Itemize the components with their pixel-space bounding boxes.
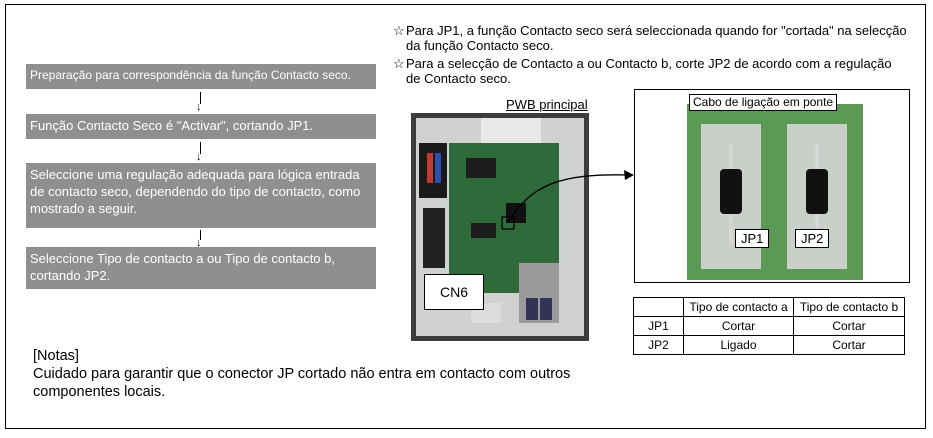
star-note-2: ☆ Para a selecção de Contacto a ou Conta… [393, 56, 892, 86]
star-icon: ☆ [393, 56, 405, 71]
cn6-label: CN6 [424, 274, 484, 310]
jumper-settings-table: Tipo de contacto a Tipo de contacto b JP… [633, 297, 905, 355]
table-row: JP1 Cortar Cortar [633, 316, 905, 336]
down-arrow-3: ↓ [196, 230, 206, 249]
table-header-cell: Tipo de contacto a [683, 297, 794, 317]
jumper-photo: Cabo de ligação em ponte JP1 JP2 [634, 89, 910, 283]
pwb-label: PWB principal [506, 97, 588, 112]
step-1: Preparação para correspondência da funçã… [26, 64, 376, 89]
table-cell: Cortar [793, 316, 905, 336]
table-cell: Cortar [683, 316, 794, 336]
table-header-cell: Tipo de contacto b [793, 297, 905, 317]
table-row: JP2 Ligado Cortar [633, 335, 905, 355]
down-arrow-1: ↓ [196, 92, 206, 113]
star-note-1: ☆ Para JP1, a função Contacto seco será … [393, 23, 907, 53]
notes-text: Cuidado para garantir que o conector JP … [33, 366, 571, 400]
star-icon: ☆ [393, 23, 405, 38]
table-header-row: Tipo de contacto a Tipo de contacto b [633, 297, 905, 317]
step-4: Seleccione Tipo de contacto a ou Tipo de… [26, 247, 376, 289]
jp2-tag: JP2 [795, 229, 830, 248]
notes-section: [Notas] Cuidado para garantir que o cone… [33, 347, 623, 401]
table-cell: Cortar [793, 335, 905, 355]
step-3: Seleccione uma regulação adequada para l… [26, 163, 376, 228]
figure-frame [5, 4, 926, 429]
jumper-board [687, 104, 863, 280]
notes-title: [Notas] [33, 348, 79, 364]
bridge-cable-label: Cabo de ligação em ponte [689, 94, 838, 111]
table-cell: JP1 [633, 316, 684, 336]
jp1-tag: JP1 [735, 229, 770, 248]
connector-arrow [501, 170, 634, 230]
table-header-cell [633, 297, 684, 317]
step-2: Função Contacto Seco é "Activar", cortan… [26, 114, 376, 139]
table-cell: JP2 [633, 335, 684, 355]
down-arrow-2: ↓ [196, 142, 206, 163]
table-cell: Ligado [683, 335, 794, 355]
